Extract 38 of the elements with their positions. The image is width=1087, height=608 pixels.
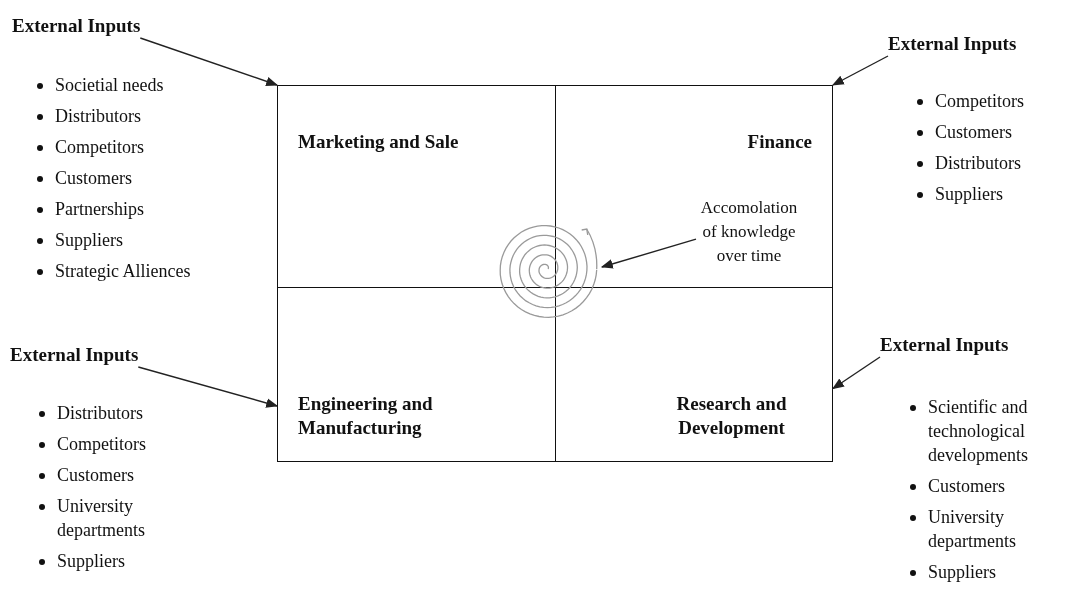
- annotation-text: Accomolation of knowledge over time: [696, 196, 802, 268]
- list-item: Competitors: [57, 433, 147, 456]
- arrow: [137, 366, 279, 408]
- quadrant-box: [555, 287, 833, 462]
- quadrant-title: Marketing and Sale: [298, 130, 459, 154]
- quadrant-box: [277, 85, 556, 288]
- list-item: Scientific and technological developments: [928, 396, 1029, 467]
- list-item: University departments: [928, 506, 1017, 553]
- heading-text: External Inputs: [888, 32, 1017, 56]
- list-item: Distributors: [935, 152, 1022, 175]
- list-item: Suppliers: [55, 229, 124, 252]
- quadrant-title: Finance: [747, 130, 812, 154]
- list-item: Societial needs: [55, 74, 165, 97]
- list-item: Customers: [55, 167, 133, 190]
- arrow: [139, 37, 279, 87]
- heading-text: External Inputs: [10, 343, 139, 367]
- list-item: Strategic Alliences: [55, 260, 192, 283]
- list-item: Competitors: [55, 136, 145, 159]
- list-item: Customers: [57, 464, 135, 487]
- heading-text: External Inputs: [880, 333, 1009, 357]
- list-item: Distributors: [55, 105, 142, 128]
- list-item: Suppliers: [57, 550, 126, 573]
- quadrant-box: [555, 85, 833, 288]
- quadrant-box: [277, 287, 556, 462]
- arrow: [832, 356, 881, 390]
- list-item: Competitors: [935, 90, 1025, 113]
- arrow: [831, 55, 889, 86]
- list-item: Distributors: [57, 402, 144, 425]
- list-item: Customers: [928, 475, 1006, 498]
- list-item: University departments: [57, 495, 146, 542]
- list-item: Suppliers: [928, 561, 997, 584]
- arrow: [600, 238, 697, 269]
- list-item: Customers: [935, 121, 1013, 144]
- quadrant-title: Engineering and Manufacturing: [298, 392, 434, 440]
- quadrant-title: Research and Development: [675, 392, 788, 440]
- list-item: Suppliers: [935, 183, 1004, 206]
- heading-text: External Inputs: [12, 14, 141, 38]
- list-item: Partnerships: [55, 198, 145, 221]
